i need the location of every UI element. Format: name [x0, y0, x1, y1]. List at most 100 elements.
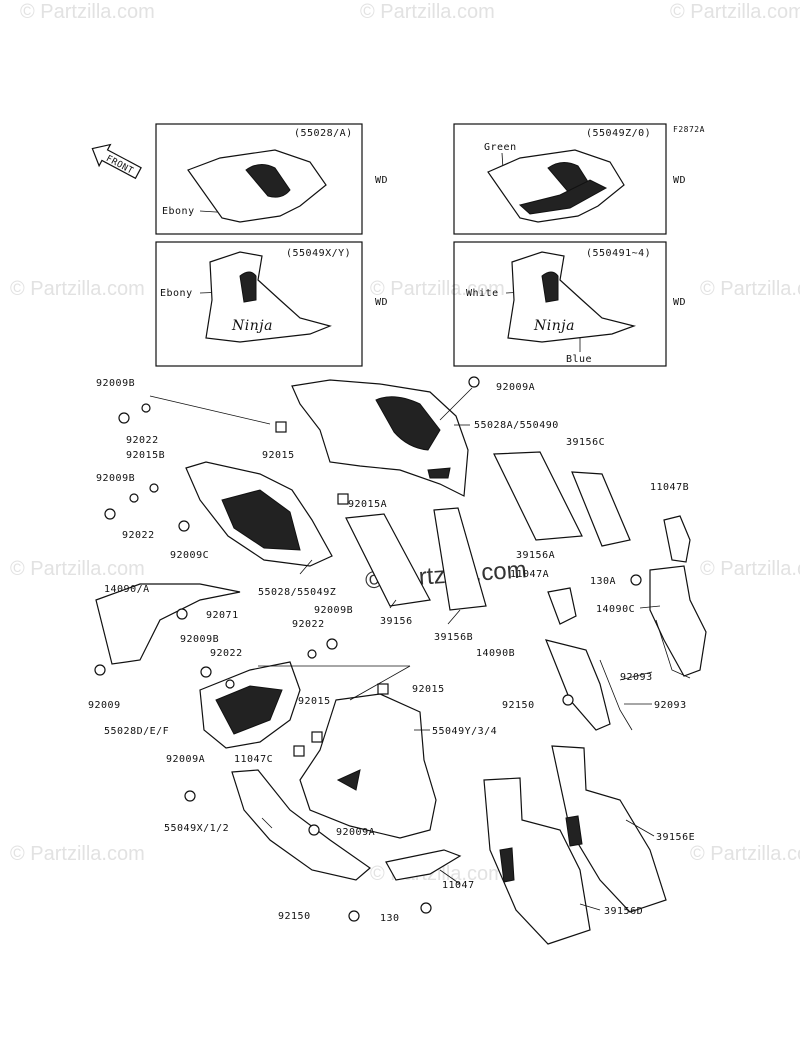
color-callout: Ebony — [160, 288, 193, 299]
watermark: © Partzilla.com — [700, 278, 800, 300]
leader-line — [439, 869, 461, 885]
part-label: 92015 — [262, 450, 295, 461]
leader-lines — [149, 387, 661, 911]
side-cover-14090 — [95, 583, 241, 665]
clip-icon — [377, 683, 389, 695]
heat-shield-39156e — [551, 745, 667, 913]
watermark: © Partzilla.com — [690, 843, 800, 865]
part-label: 92022 — [292, 619, 325, 630]
bolt-icon — [468, 376, 480, 388]
part-label: 55049Y/3/4 — [432, 726, 497, 737]
bracket-11047a — [547, 587, 577, 625]
variant-box-55049x-y: (55049X/Y) WD Ebony Ninja — [155, 241, 388, 367]
shield-slot — [499, 847, 515, 883]
heat-shield-39156d — [483, 777, 591, 945]
bracket-11047b — [663, 515, 691, 563]
leader-line — [579, 903, 601, 911]
watermark: © Partzilla.com — [670, 1, 800, 23]
part-label: 92150 — [502, 700, 535, 711]
lower-cowl-opening — [215, 685, 283, 735]
part-label: 130 — [380, 913, 400, 924]
inner-panel-opening — [221, 489, 301, 551]
part-label: 92009A — [336, 827, 375, 838]
bolt-icon — [118, 412, 130, 424]
watermark-group: © Partzilla.com © Partzilla.com © Partzi… — [10, 1, 800, 885]
bolt-icon — [326, 638, 338, 650]
part-label: 39156C — [566, 437, 605, 448]
part-label: 92022 — [126, 435, 159, 446]
fasteners — [94, 376, 642, 922]
part-label: 92015 — [412, 684, 445, 695]
heat-shield-39156 — [345, 513, 431, 607]
variant-box-frame — [453, 123, 667, 235]
part-label: 130A — [590, 576, 616, 587]
part-label: 55028/55049Z — [258, 587, 336, 598]
clip-icon — [337, 493, 349, 505]
part-label: 55028A/550490 — [474, 420, 559, 431]
clip-icon — [293, 745, 305, 757]
part-label: 92015A — [348, 499, 387, 510]
watermark: © Partzilla.com — [10, 278, 145, 300]
clip-icon — [275, 421, 287, 433]
part-label: 11047A — [510, 569, 549, 580]
color-callout: Blue — [566, 354, 592, 365]
variant-box-frame — [155, 241, 363, 367]
bracket-11047 — [385, 849, 462, 881]
washer-icon — [129, 493, 139, 503]
cowl-slot — [427, 467, 451, 479]
lower-fairing-part — [507, 251, 637, 343]
heat-shields-lower — [483, 745, 667, 945]
collar-icon — [149, 483, 159, 493]
lower-cowl-55049y — [299, 693, 437, 839]
heat-shield-39156b — [433, 507, 487, 611]
bolt-icon — [200, 666, 212, 678]
heat-shield-39156a — [493, 451, 583, 541]
bolt-icon — [562, 694, 574, 706]
leader-line — [619, 671, 653, 681]
part-label: 11047C — [234, 754, 273, 765]
watermark: © Partzilla.com — [20, 1, 155, 23]
lower-cowl-vent — [336, 769, 361, 791]
watermark: © Partzilla.com — [360, 1, 495, 23]
part-label: 39156 — [380, 616, 413, 627]
bolt-icon — [94, 664, 106, 676]
upper-fairing-part — [187, 149, 327, 223]
part-label: 92093 — [620, 672, 653, 683]
part-label: 92009A — [496, 382, 535, 393]
part-label: 39156A — [516, 550, 555, 561]
part-label: 92009 — [88, 700, 121, 711]
upper-cowl-part — [291, 379, 469, 497]
part-label: 92150 — [278, 911, 311, 922]
ninja-logo: Ninja — [533, 318, 575, 334]
part-label: 92009B — [180, 634, 219, 645]
part-label: 14090B — [476, 648, 515, 659]
variant-code: (55028/A) — [294, 128, 353, 139]
lower-fairing-part — [205, 251, 332, 343]
duct-14090c — [649, 565, 707, 677]
part-label: 92015 — [298, 696, 331, 707]
variant-code: (550491~4) — [586, 248, 651, 259]
figure-code: F2872A — [673, 125, 705, 134]
bolt-icon — [104, 508, 116, 520]
variant-side: WD — [673, 297, 686, 308]
part-label: 14090/A — [104, 584, 150, 595]
part-label: 14090C — [596, 604, 635, 615]
variant-box-55049z-0: (55049Z/0) WD Green — [453, 123, 686, 235]
watermark: © Partzilla.com — [10, 558, 145, 580]
left-side-cover — [95, 583, 241, 665]
duct-14090b — [545, 639, 611, 731]
clip-icon — [311, 731, 323, 743]
bolt-icon — [178, 520, 190, 532]
washer-icon — [225, 679, 235, 689]
washer-icon — [307, 649, 317, 659]
part-label: 92009B — [314, 605, 353, 616]
upper-cowl-assembly — [291, 379, 469, 497]
bolt-icon — [630, 574, 642, 586]
part-label: 92009A — [166, 754, 205, 765]
part-label: 92015B — [126, 450, 165, 461]
part-label: 92009B — [96, 378, 135, 389]
fairing-vent — [541, 271, 559, 303]
variant-box-frame — [155, 123, 363, 235]
leader-line — [389, 599, 397, 609]
variant-box-frame — [453, 241, 667, 367]
